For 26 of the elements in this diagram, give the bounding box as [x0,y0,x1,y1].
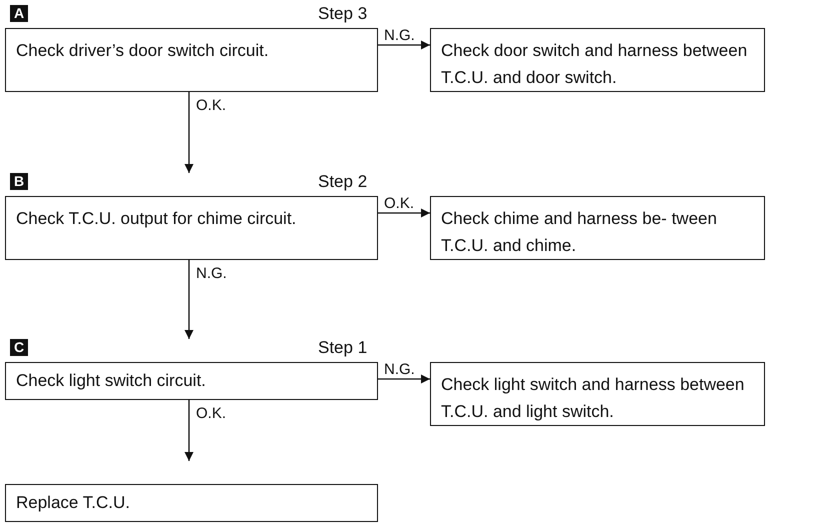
arrow [184,260,194,339]
step-label: Step 3 [318,4,368,24]
box-text: Replace T.C.U. [16,492,132,514]
box-text: Check chime and harness be- tween T.C.U. and chime. [441,208,718,257]
arrow [378,40,430,50]
arrow [378,208,430,218]
arrow [184,400,194,461]
process-box [5,196,378,260]
process-box [430,196,765,260]
section-letter: C [10,339,28,356]
process-box [430,362,765,426]
process-box [430,28,765,92]
box-text: Check T.C.U. output for chime circuit. [16,208,298,230]
arrow [184,92,194,173]
process-box [5,28,378,92]
section-letter: A [10,5,28,22]
box-text: Check driver’s door switch circuit. [16,40,270,62]
process-box [5,484,378,522]
box-text: Check door switch and harness between T.C.U. and door switch. [441,40,748,89]
section-letter: B [10,173,28,190]
box-text: Check light switch and harness between T.C.U. and light switch. [441,374,746,423]
process-box [5,362,378,400]
step-label: Step 2 [318,172,368,192]
arrow [378,374,430,384]
box-text: Check light switch circuit. [16,370,207,392]
step-label: Step 1 [318,338,368,358]
